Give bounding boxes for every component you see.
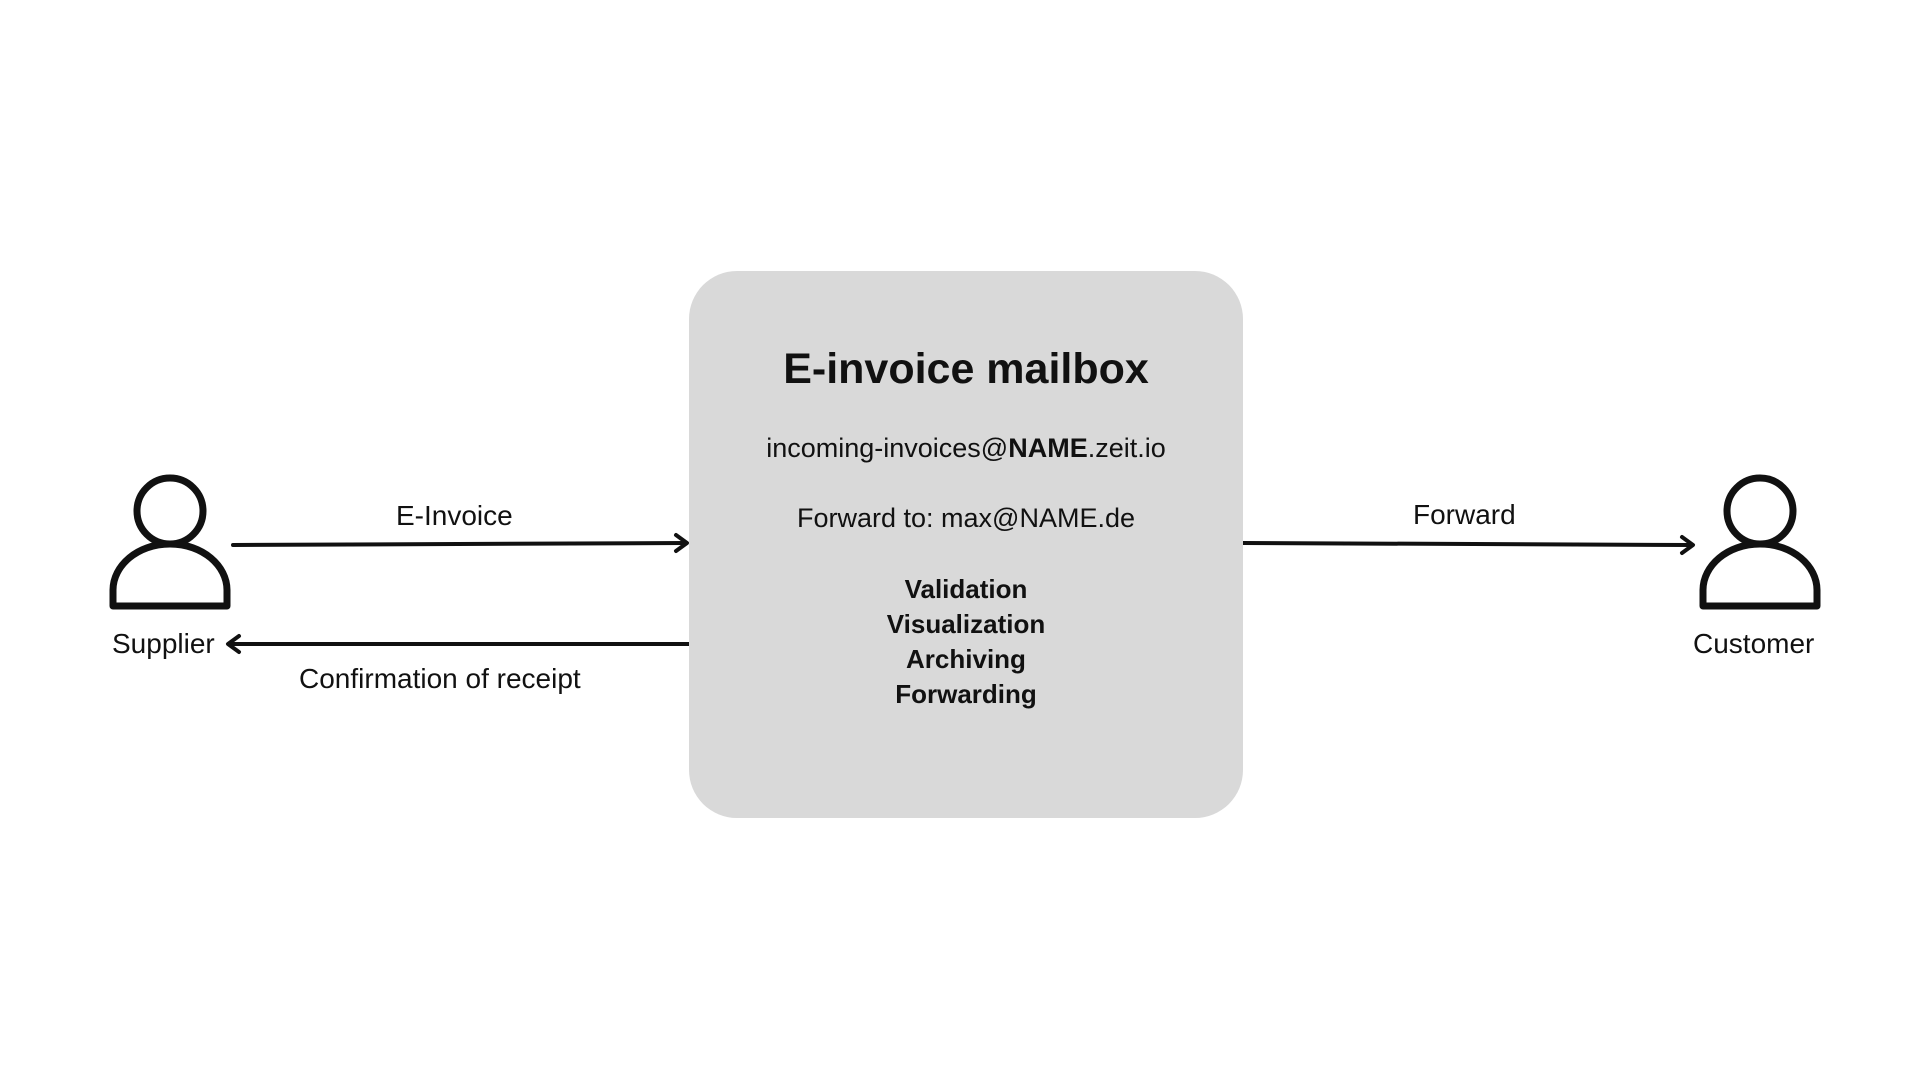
forward-arrow-label: Forward — [1413, 499, 1516, 530]
mailbox-feature-list: Validation Visualization Archiving Forwa… — [689, 572, 1243, 712]
forward-arrow — [1241, 535, 1695, 555]
feature-archiving: Archiving — [906, 644, 1026, 674]
einvoice-arrow-label: E-Invoice — [396, 500, 513, 531]
mailbox-forward-line: Forward to: max@NAME.de — [796, 503, 1135, 533]
customer-person-icon — [1695, 472, 1825, 612]
address-suffix: .zeit.io — [1087, 433, 1166, 463]
einvoice-mailbox-box: E-invoice mailbox incoming-invoices@NAME… — [689, 271, 1243, 818]
confirmation-arrow — [226, 634, 691, 654]
mailbox-title: E-invoice mailbox — [783, 345, 1149, 393]
supplier-label: Supplier — [112, 628, 215, 659]
mailbox-address: incoming-invoices@NAME.zeit.io — [689, 433, 1243, 464]
confirmation-arrow-label: Confirmation of receipt — [299, 663, 581, 694]
einvoice-arrow — [231, 533, 689, 553]
feature-validation: Validation — [904, 574, 1028, 604]
feature-forwarding: Forwarding — [895, 679, 1037, 709]
feature-visualization: Visualization — [886, 609, 1046, 639]
person-icon — [1699, 474, 1821, 610]
address-prefix: incoming-invoices@ — [766, 433, 1009, 463]
address-name: NAME — [1008, 433, 1088, 463]
customer-label: Customer — [1693, 628, 1815, 659]
person-icon — [109, 474, 231, 610]
supplier-person-icon — [105, 472, 235, 612]
